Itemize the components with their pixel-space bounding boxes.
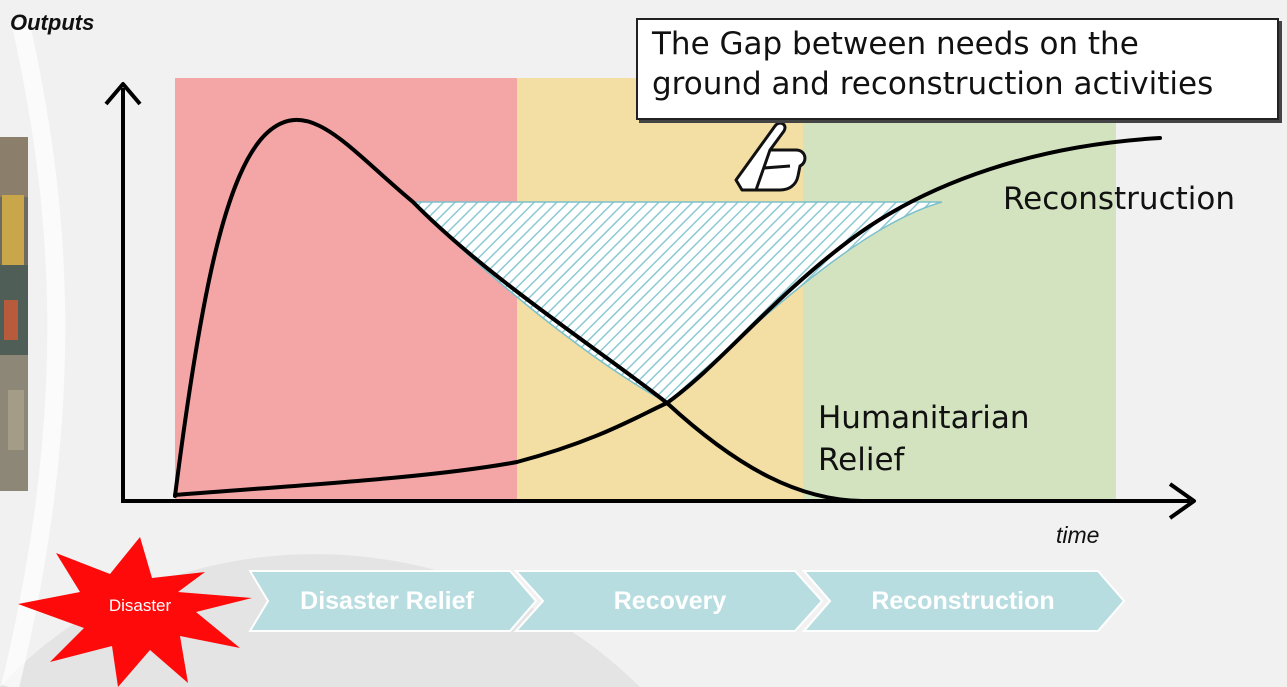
phase-band-disaster-relief xyxy=(175,78,517,501)
disaster-starburst xyxy=(18,537,252,687)
disaster-label: Disaster xyxy=(108,596,172,615)
phase-label-reconstruction: Reconstruction xyxy=(871,587,1055,615)
background-arc xyxy=(1,18,66,687)
side-photo xyxy=(0,137,28,491)
phase-arrow-recovery[interactable] xyxy=(513,570,824,632)
x-axis-arrowhead xyxy=(1168,482,1196,520)
humanitarian-relief-curve xyxy=(173,118,864,503)
phase-label-disaster-relief: Disaster Relief xyxy=(300,587,474,615)
y-axis-arrowhead xyxy=(104,82,142,106)
y-axis-title: Outputs xyxy=(10,10,95,35)
gap-callout-box: The Gap between needs on the ground and … xyxy=(636,18,1279,120)
phase-label-recovery: Recovery xyxy=(613,587,727,615)
reconstruction-curve-label: Reconstruction xyxy=(1003,181,1236,217)
phase-arrow-reconstruction[interactable] xyxy=(801,570,1126,632)
reconstruction-curve xyxy=(173,136,1162,497)
humanitarian-relief-curve-label: Humanitarian Relief xyxy=(818,400,1030,478)
phase-arrow-disaster-relief[interactable] xyxy=(248,570,538,632)
x-axis-title: time xyxy=(1056,522,1100,548)
pointing-hand-icon xyxy=(734,121,807,192)
